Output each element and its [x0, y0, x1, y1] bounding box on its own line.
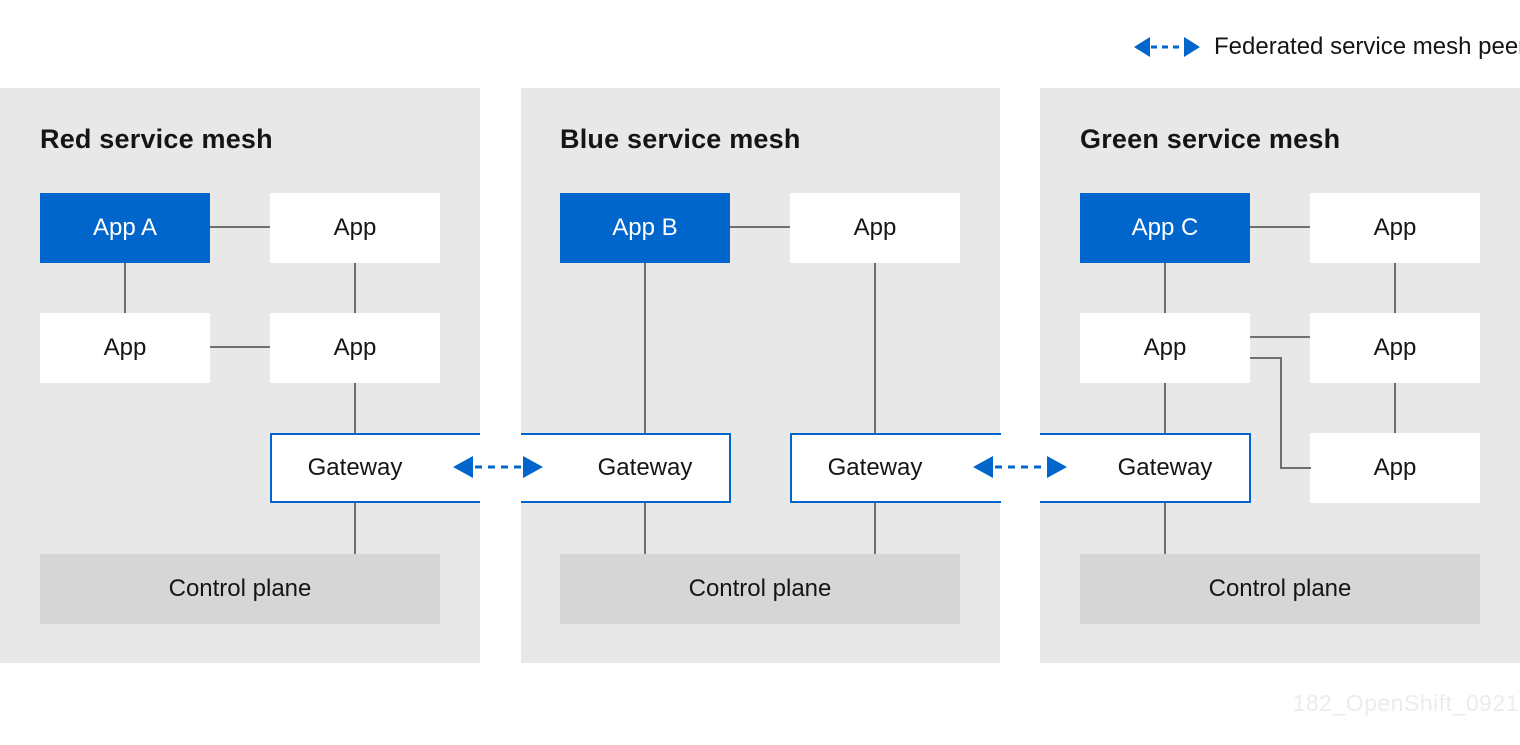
app-node: App — [1310, 193, 1480, 263]
connector-line — [1250, 336, 1310, 338]
connector-line — [730, 226, 790, 228]
connector-line — [1164, 383, 1166, 433]
connector-line — [644, 503, 646, 554]
app-node: App — [790, 193, 960, 263]
connector-line — [354, 263, 356, 313]
gateway-box-blue-left — [521, 433, 731, 503]
gateway-label-blue-right: Gateway — [827, 454, 923, 481]
app-node: App — [1080, 313, 1250, 383]
app-node-a: App A — [40, 193, 210, 263]
gateway-label-green: Gateway — [1117, 454, 1213, 481]
connector-line — [1164, 263, 1166, 313]
federation-arrow-icon — [973, 456, 1067, 478]
app-node-c: App C — [1080, 193, 1250, 263]
mesh-title-green: Green service mesh — [1080, 124, 1341, 154]
gateway-box-blue-right — [790, 433, 1001, 503]
app-node: App — [1310, 313, 1480, 383]
connector-line — [874, 263, 876, 433]
app-node: App — [1310, 433, 1480, 503]
connector-line — [1394, 383, 1396, 433]
connector-elbow — [1280, 357, 1282, 469]
connector-line — [210, 226, 270, 228]
control-plane-green: Control plane — [1080, 554, 1480, 624]
connector-line — [210, 346, 270, 348]
gateway-box-red — [270, 433, 480, 503]
legend-label: Federated service mesh peers — [1214, 33, 1520, 60]
watermark-label: 182_OpenShift_0921 — [1292, 690, 1519, 716]
connector-elbow — [1250, 357, 1282, 359]
federation-arrow-icon — [1134, 37, 1200, 57]
connector-line — [354, 503, 356, 554]
app-node: App — [40, 313, 210, 383]
mesh-title-red: Red service mesh — [40, 124, 273, 154]
gateway-box-green — [1040, 433, 1251, 503]
app-node: App — [270, 193, 440, 263]
connector-line — [1394, 263, 1396, 313]
connector-line — [874, 503, 876, 554]
connector-line — [644, 263, 646, 433]
legend: Federated service mesh peers — [1133, 33, 1520, 61]
connector-elbow — [1280, 467, 1311, 469]
app-node: App — [270, 313, 440, 383]
connector-line — [124, 263, 126, 313]
control-plane-red: Control plane — [40, 554, 440, 624]
connector-line — [354, 383, 356, 433]
gateway-label-red: Gateway — [307, 454, 403, 481]
connector-line — [1164, 503, 1166, 554]
mesh-title-blue: Blue service mesh — [560, 124, 801, 154]
federation-arrow-icon — [453, 456, 543, 478]
connector-line — [1250, 226, 1310, 228]
app-node-b: App B — [560, 193, 730, 263]
gateway-label-blue-left: Gateway — [597, 454, 693, 481]
control-plane-blue: Control plane — [560, 554, 960, 624]
